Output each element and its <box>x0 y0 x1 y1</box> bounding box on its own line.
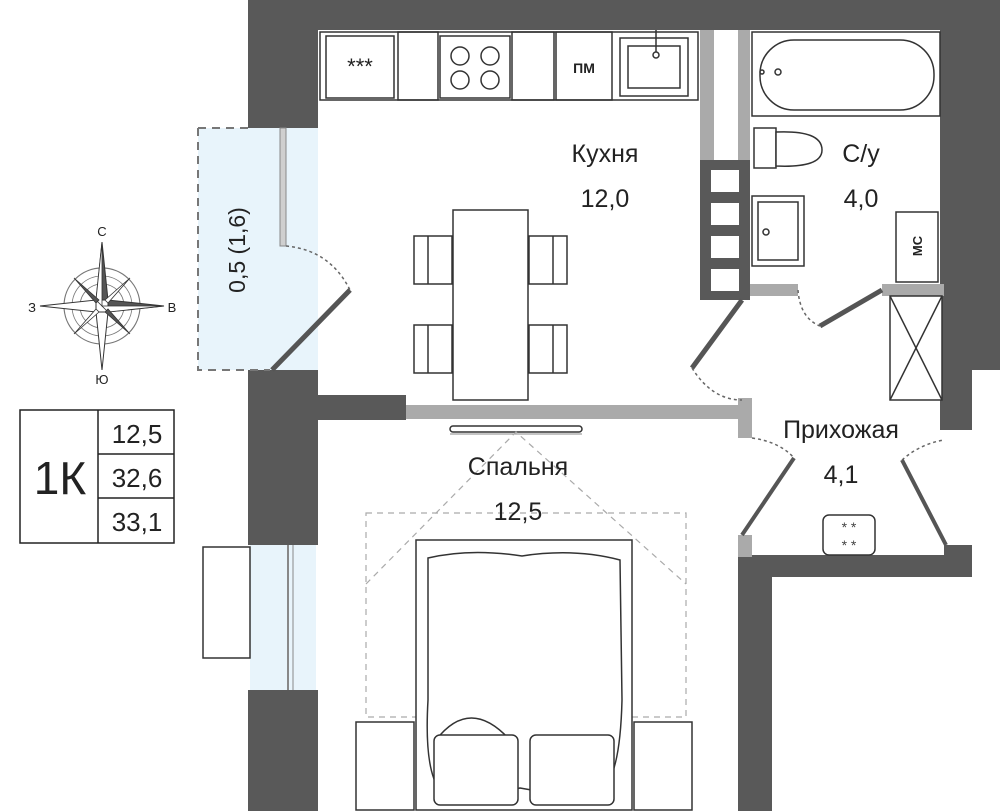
compass-west: З <box>28 300 36 315</box>
bathroom-area: 4,0 <box>844 185 879 213</box>
bedroom-window <box>250 545 316 690</box>
kitchen-counter <box>319 30 699 101</box>
area-summary-table <box>19 409 175 544</box>
bedroom-area: 12,5 <box>494 498 543 526</box>
outer-walls <box>248 0 1000 811</box>
total-area: 32,6 <box>112 463 163 493</box>
fridge-label: *** <box>347 54 373 79</box>
svg-text:* *: * * <box>842 537 857 553</box>
entrance-door <box>740 437 948 546</box>
kitchen-area: 12,0 <box>581 185 630 213</box>
hallway-name: Прихожая <box>783 416 899 444</box>
compass-north: С <box>97 224 106 239</box>
apartment-type: 1К <box>34 452 87 504</box>
hallway-shoe-cabinet: * * * * <box>822 514 876 556</box>
balcony-area: 0,5 (1,6) <box>224 207 250 293</box>
washer-label: МС <box>910 235 925 256</box>
living-area: 12,5 <box>112 419 163 449</box>
compass-rose <box>39 241 165 371</box>
kitchen-door <box>689 298 745 401</box>
dishwasher-label: ПМ <box>573 60 595 76</box>
window-sill <box>202 546 251 659</box>
bathroom-fixtures <box>751 31 943 401</box>
compass-south: Ю <box>95 372 108 387</box>
compass-east: В <box>168 300 177 315</box>
balcony <box>197 127 352 372</box>
bathroom-name: С/у <box>842 140 880 168</box>
kitchen-name: Кухня <box>572 140 639 168</box>
dining-table <box>413 209 568 401</box>
bedroom-name: Спальня <box>468 453 568 481</box>
hallway-area: 4,1 <box>824 461 859 489</box>
bathroom-door <box>797 287 884 329</box>
bed <box>355 539 693 811</box>
ventilation-shaft <box>700 160 750 300</box>
total-area-with-balcony: 33,1 <box>112 507 163 537</box>
svg-text:* *: * * <box>842 519 857 535</box>
